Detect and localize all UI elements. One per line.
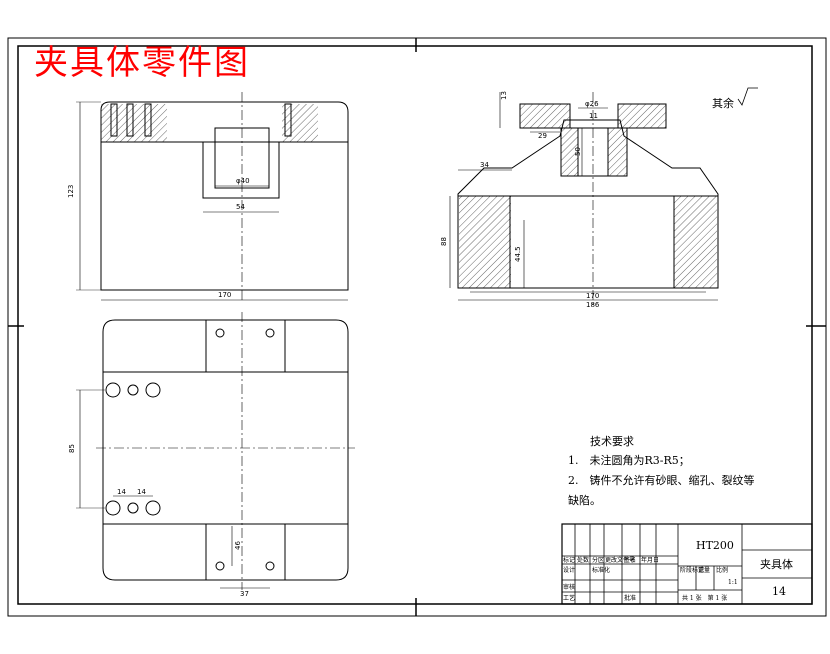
notes-line1: 1. 未注圆角为R3-R5； bbox=[568, 453, 690, 467]
scale-value: 1:1 bbox=[728, 579, 738, 586]
dim-side-slope: 34 bbox=[480, 161, 489, 169]
dim-side-bottom-outer: 186 bbox=[586, 301, 600, 309]
inner-border bbox=[17, 45, 813, 605]
notes-heading: 技术要求 bbox=[590, 435, 634, 448]
dim-side-bottom-inner: 170 bbox=[586, 292, 599, 300]
tb-review: 审核 bbox=[563, 583, 575, 591]
dim-plan-hole-spacing: 85 bbox=[68, 444, 76, 453]
dim-side-top-bore: φ26 bbox=[585, 100, 599, 108]
dim-front-slot-outer: 54 bbox=[236, 203, 245, 211]
tb-change-file: 更改文件号 bbox=[605, 556, 635, 564]
plan-view bbox=[76, 312, 355, 590]
tb-zone: 分区 bbox=[592, 556, 604, 564]
front-view bbox=[76, 92, 349, 301]
tb-stage-mark: 阶段标记 bbox=[680, 566, 704, 574]
tb-design: 设计 bbox=[563, 566, 575, 574]
title-block bbox=[561, 523, 813, 605]
dim-plan-lower-vertical: 46 bbox=[234, 541, 242, 550]
notes-line2: 2. 铸件不允许有砂眼、缩孔、裂纹等 bbox=[568, 473, 755, 487]
roughness-symbol-icon bbox=[737, 87, 758, 106]
dim-side-height: 88 bbox=[440, 237, 448, 246]
drawing-title: 夹具体零件图 bbox=[34, 43, 250, 83]
dim-front-height: 123 bbox=[67, 185, 75, 198]
dim-plan-gap1: 14 bbox=[117, 488, 126, 496]
tb-weight: 重量 bbox=[698, 566, 710, 574]
tb-standard: 标准化 bbox=[592, 566, 610, 574]
tb-approve: 批准 bbox=[624, 594, 636, 602]
material-label: HT200 bbox=[696, 539, 734, 552]
part-name: 夹具体 bbox=[760, 557, 793, 571]
drawing-number: 14 bbox=[772, 585, 786, 598]
dim-side-top-flange: 29 bbox=[538, 132, 547, 140]
dim-plan-gap2: 14 bbox=[137, 488, 146, 496]
dim-plan-lower-horizontal: 37 bbox=[240, 590, 249, 598]
dim-side-boss-depth: 50 bbox=[574, 147, 582, 156]
tb-scale: 比例 bbox=[716, 566, 728, 574]
dim-front-slot-inner: φ40 bbox=[236, 177, 250, 185]
dim-side-top-bore2: 11 bbox=[589, 112, 598, 120]
notes-line3: 缺陷。 bbox=[568, 493, 601, 507]
dim-front-width: 170 bbox=[218, 291, 231, 299]
tb-date: 年月日 bbox=[641, 556, 659, 564]
outer-border bbox=[7, 37, 827, 617]
tb-count: 处数 bbox=[577, 556, 589, 564]
tb-process: 工艺 bbox=[563, 594, 575, 602]
tb-sign: 签名 bbox=[624, 556, 636, 564]
tb-mark: 标记 bbox=[563, 556, 575, 564]
dim-side-inner-height: 44.5 bbox=[514, 246, 522, 262]
sheet-count: 共 1 张 第 1 张 bbox=[682, 594, 727, 602]
roughness-note: 其余 bbox=[712, 96, 734, 110]
dim-side-top-left: 13 bbox=[500, 91, 508, 100]
side-view bbox=[449, 92, 719, 306]
